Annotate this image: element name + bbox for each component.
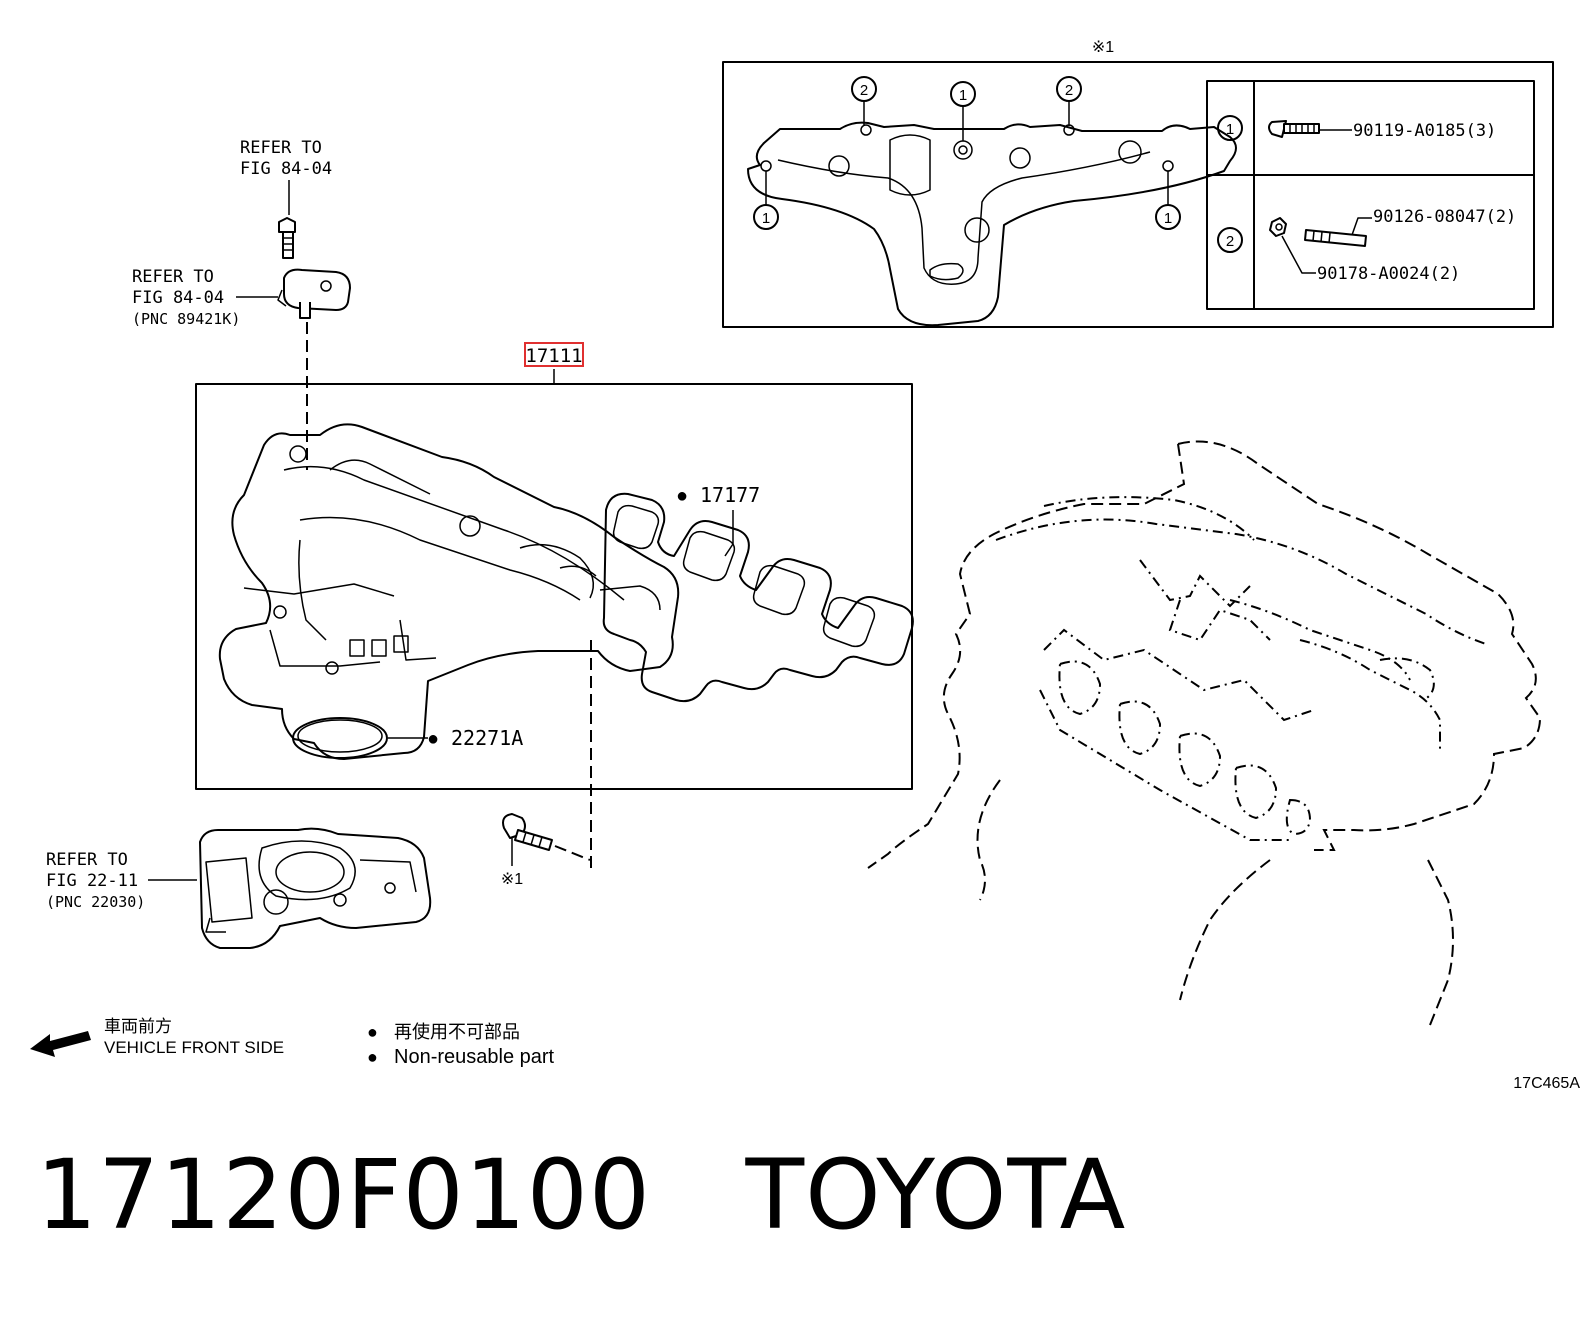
sensor-assembly: REFER TO FIG 84-04 REFER TO FIG 84-04 (P… — [132, 138, 351, 470]
sensor-ref-line1: REFER TO — [132, 267, 214, 287]
nut-icon — [1269, 217, 1287, 237]
part-caption: 17120F0100 TOYOTA — [36, 1140, 1136, 1250]
intake-gasket-drawing — [602, 492, 914, 703]
nonreuse-en: Non-reusable part — [394, 1046, 555, 1068]
manifold-flange-drawing — [747, 121, 1237, 327]
caption-brand: TOYOTA — [745, 1139, 1127, 1251]
legend-part-90178: 90178-A0024(2) — [1317, 264, 1460, 284]
nonreuse-bullet-en: ● — [367, 1047, 378, 1067]
drawing-code: 17C465A — [1513, 1075, 1580, 1092]
front-arrow-icon — [30, 1031, 91, 1057]
inset-markers: 2 1 2 1 1 — [753, 76, 1181, 230]
throttle-body-assembly: REFER TO FIG 22-11 (PNC 22030) — [46, 827, 432, 949]
manifold-bolt-icon — [502, 813, 591, 866]
sensor-ref-line3: (PNC 89421K) — [132, 310, 240, 328]
inset-marker-e: 1 — [1164, 210, 1172, 227]
throttle-ref-line3: (PNC 22030) — [46, 893, 145, 911]
caption-part-number[interactable]: 17120F0100 — [36, 1139, 651, 1251]
legend-row-2-marker: 2 — [1226, 233, 1234, 250]
inset-legend-table: 1 2 90119-A0185(3) — [1206, 80, 1535, 310]
inset-marker-a: 2 — [860, 82, 868, 99]
main-assembly-box: 17111 ● — [195, 342, 914, 870]
inset-marker-d: 1 — [762, 210, 770, 227]
throttle-ref-line1: REFER TO — [46, 850, 128, 870]
map-sensor-icon — [277, 268, 351, 319]
flange-bolt-icon — [1268, 120, 1320, 138]
front-side-en: VEHICLE FRONT SIDE — [104, 1038, 284, 1057]
main-part-number[interactable]: 17111 — [525, 345, 582, 367]
sensor-ref-line2: FIG 84-04 — [132, 288, 224, 308]
engine-phantom-drawing — [867, 440, 1542, 1031]
bolt-note: ※1 — [501, 871, 523, 888]
detail-inset: ※1 1 2 90119-A0185(3) — [722, 39, 1554, 328]
throttle-body-drawing — [199, 827, 432, 949]
inset-marker-b: 1 — [959, 87, 967, 104]
throttle-ref-line2: FIG 22-11 — [46, 871, 138, 891]
sensor-bolt-ref-line1: REFER TO — [240, 138, 322, 158]
inset-marker-c: 2 — [1065, 82, 1073, 99]
intake-manifold-drawing — [218, 423, 680, 760]
sensor-bolt-icon — [278, 217, 296, 259]
o-ring-drawing — [292, 717, 388, 759]
legend-part-90119: 90119-A0185(3) — [1353, 121, 1496, 141]
stud-bolt-icon — [1304, 229, 1367, 247]
main-part-highlight — [524, 342, 584, 367]
front-side-jp: 車両前方 — [104, 1017, 172, 1036]
gasket-callout-number[interactable]: 17177 — [700, 483, 760, 507]
inset-title: ※1 — [1092, 39, 1114, 56]
oring-callout-marker: ● — [427, 728, 439, 750]
nonreuse-jp: 再使用不可部品 — [394, 1022, 520, 1042]
nonreuse-bullet-jp: ● — [367, 1022, 378, 1042]
oring-callout-number[interactable]: 22271A — [451, 726, 523, 750]
legend-row-1-marker: 1 — [1226, 121, 1234, 138]
caption-gap — [651, 1139, 746, 1251]
gasket-callout-marker: ● — [676, 485, 688, 507]
legend-part-90126: 90126-08047(2) — [1373, 207, 1516, 227]
legend-area: 車両前方 VEHICLE FRONT SIDE ● 再使用不可部品 ● Non-… — [30, 1017, 1580, 1092]
sensor-bolt-ref-line2: FIG 84-04 — [240, 159, 332, 179]
